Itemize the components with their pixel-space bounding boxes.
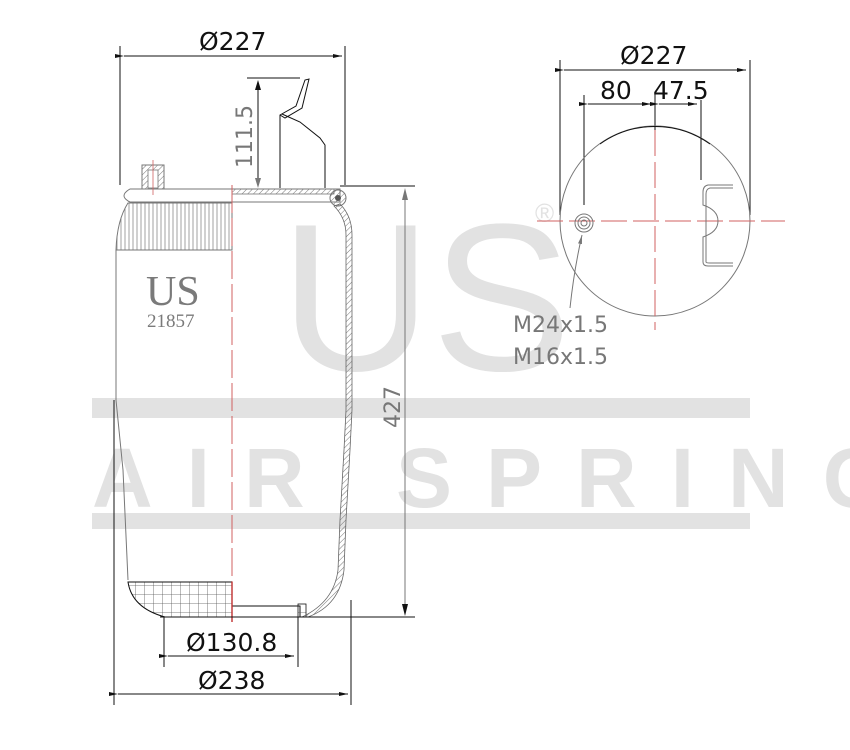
top-diameter-label: Ø227 xyxy=(199,27,266,56)
overall-height-label: 427 xyxy=(381,386,406,428)
watermark-bar-bottom xyxy=(92,513,750,529)
stud-height-label: 111.5 xyxy=(233,105,258,168)
watermark-bar-top xyxy=(92,398,750,418)
max-diameter-label: Ø238 xyxy=(198,666,265,695)
top-view: Ø227 80 47.5 M24x1.5 M16x1.5 xyxy=(513,41,785,370)
thread-1-label: M24x1.5 xyxy=(513,313,608,338)
piston-diameter-label: Ø130.8 xyxy=(186,628,277,657)
registered-mark: ® xyxy=(535,198,554,228)
top-view-diameter-label: Ø227 xyxy=(620,41,687,70)
thread-2-label: M16x1.5 xyxy=(513,345,608,370)
watermark-subtitle: AIR SPRING xyxy=(92,431,850,525)
part-number: 21857 xyxy=(147,311,195,332)
offset-left-label: 80 xyxy=(600,76,632,105)
offset-right-label: 47.5 xyxy=(653,76,709,105)
watermark: US ® AIR SPRING xyxy=(92,180,850,529)
part-brand: US xyxy=(146,269,200,315)
side-view: Ø227 111.5 xyxy=(109,27,415,705)
watermark-brand: US xyxy=(280,180,572,415)
